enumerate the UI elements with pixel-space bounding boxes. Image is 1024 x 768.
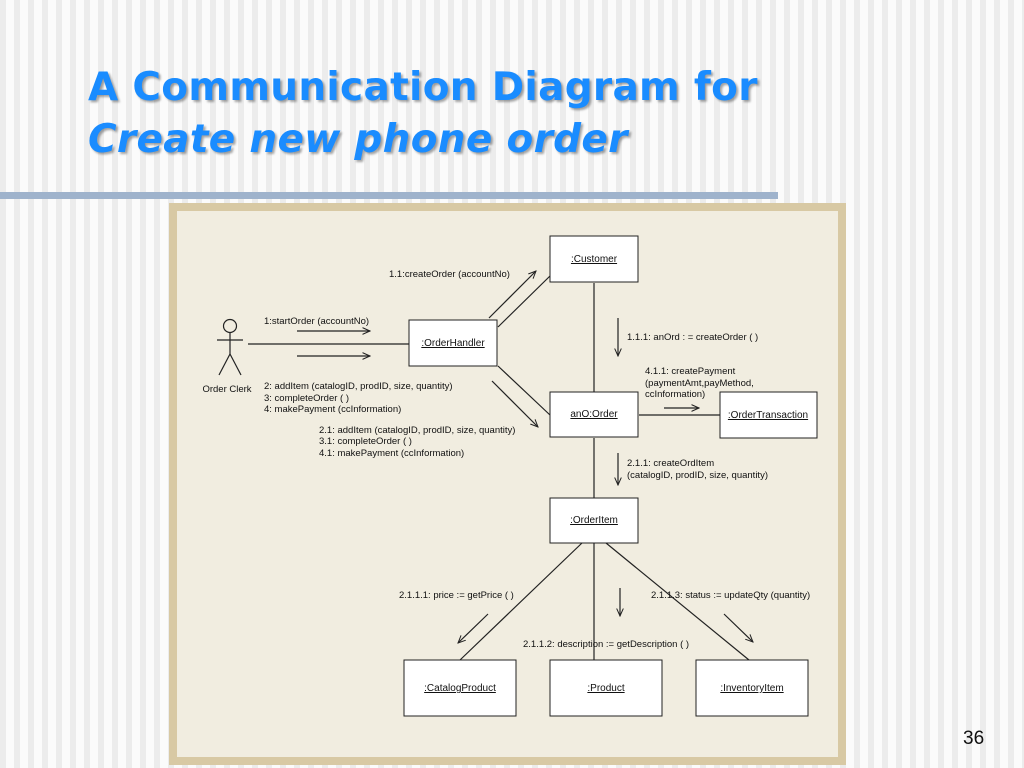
msg-update-qty: 2.1.1.3: status := updateQty (quantity) [651, 590, 810, 601]
msg-create-payment: 4.1.1: createPayment (paymentAmt,payMeth… [645, 366, 754, 400]
link-handler-customer [497, 275, 551, 328]
object-order-transaction-label: :OrderTransaction [728, 410, 808, 421]
object-order-handler: :OrderHandler [408, 319, 498, 367]
actor-leg-right [229, 353, 242, 376]
msg-start-order: 1:startOrder (accountNo) [264, 316, 369, 327]
msg-handler-to-order: 2.1: addItem (catalogID, prodID, size, q… [319, 425, 515, 459]
object-order-handler-label: :OrderHandler [421, 338, 485, 349]
msg-get-description: 2.1.1.2: description := getDescription (… [523, 639, 689, 650]
actor-leg-left [218, 353, 231, 376]
msg-handler-line: 4.1: makePayment (ccInformation) [319, 448, 464, 459]
msg-clerk-line: 2: addItem (catalogID, prodID, size, qua… [264, 381, 453, 392]
msg-clerk-line: 3: completeOrder ( ) [264, 393, 349, 404]
object-order-transaction: :OrderTransaction [719, 391, 818, 439]
actor-label: Order Clerk [202, 384, 251, 395]
msg-create-payment-line: ccInformation) [645, 389, 705, 400]
object-order-label: anO:Order [570, 409, 618, 420]
arrow-handler-order [491, 380, 538, 427]
msg-create-order-customer: 1.1:createOrder (accountNo) [389, 269, 510, 280]
title-divider [0, 192, 778, 199]
object-order-item-label: :OrderItem [570, 515, 618, 526]
object-inventory-item: :InventoryItem [695, 659, 809, 717]
object-order: anO:Order [549, 391, 639, 438]
actor-order-clerk: Order Clerk [202, 318, 252, 395]
slide-title-line1: A Communication Diagram for [88, 65, 758, 110]
page-number: 36 [963, 728, 985, 749]
object-customer: :Customer [549, 235, 639, 283]
object-order-item: :OrderItem [549, 497, 639, 544]
msg-clerk-to-handler: 2: addItem (catalogID, prodID, size, qua… [264, 381, 453, 415]
msg-clerk-line: 4: makePayment (ccInformation) [264, 404, 401, 415]
msg-get-price: 2.1.1.1: price := getPrice ( ) [399, 590, 514, 601]
msg-create-payment-line: 4.1.1: createPayment [645, 366, 736, 377]
link-orderitem-inventoryitem [605, 542, 750, 661]
link-handler-order [497, 365, 551, 416]
slide-title: A Communication Diagram for Create new p… [88, 62, 758, 166]
object-customer-label: :Customer [571, 254, 618, 265]
slide-title-line2: Create new phone order [88, 117, 628, 162]
object-product: :Product [549, 659, 663, 717]
msg-create-payment-line: (paymentAmt,payMethod, [645, 378, 754, 389]
object-product-label: :Product [587, 683, 624, 694]
msg-handler-line: 3.1: completeOrder ( ) [319, 436, 412, 447]
object-catalog-product-label: :CatalogProduct [424, 683, 496, 694]
msg-handler-line: 2.1: addItem (catalogID, prodID, size, q… [319, 425, 515, 436]
link-orderitem-catalogproduct [459, 542, 583, 661]
msg-create-ord-item-line: 2.1.1: createOrdItem [627, 458, 714, 469]
msg-create-order: 1.1.1: anOrd : = createOrder ( ) [627, 332, 758, 343]
msg-create-ord-item: 2.1.1: createOrdItem (catalogID, prodID,… [627, 458, 768, 481]
msg-create-ord-item-line: (catalogID, prodID, size, quantity) [627, 470, 768, 481]
arrow-get-price [458, 613, 489, 643]
object-inventory-item-label: :InventoryItem [720, 683, 783, 694]
actor-head [222, 318, 238, 334]
arrow-update-qty [723, 613, 753, 642]
object-catalog-product: :CatalogProduct [403, 659, 517, 717]
arrow-create-order-customer [488, 271, 536, 319]
